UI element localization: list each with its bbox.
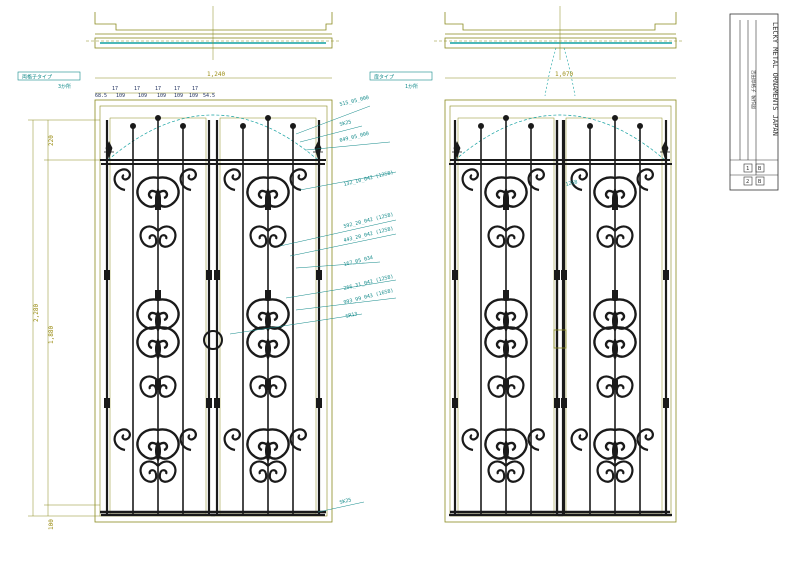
title-cell-0: 1 [746, 166, 749, 172]
dimension-overall-right: 1,070 [445, 71, 676, 79]
callout-5: 443_20_042 (12S8) [343, 226, 394, 244]
right-callout: 12S8 [565, 179, 578, 188]
title-cell-2: 2 [746, 179, 749, 185]
callout-0: 515_05_000 [339, 95, 370, 108]
height-middle-label: 1,880 [48, 326, 55, 344]
title-cell-3: B [758, 179, 762, 185]
vertical-dimensions: 2,280 1,880 220 100 [28, 119, 100, 530]
callout-2: 049_05_000 [339, 131, 370, 144]
segment-1: 109 [116, 93, 125, 99]
segment-5: 109 [189, 93, 198, 99]
right-qty-text: 1か所 [405, 83, 418, 90]
project-name: 吉田邸格子 製作図 [750, 70, 757, 109]
left-type-label: 両格子タイプ 3か所 [17, 71, 81, 90]
segment-mark-3: 17 [174, 86, 180, 92]
right-panel-b [558, 115, 672, 515]
left-type-text: 両格子タイプ [22, 74, 52, 81]
right-type-label: 扉タイプ 1か所 [369, 71, 433, 90]
segment-6: 54.5 [203, 93, 215, 99]
segment-dimensions: 68.5 109 109 109 109 109 54.5 17 17 17 1… [95, 86, 215, 99]
left-panel-a [101, 115, 215, 515]
company-name: LECKY METAL ORNAMENTS JAPAN [771, 22, 779, 136]
left-qty-text: 3か所 [58, 83, 71, 90]
callout-9: SR13 [345, 311, 358, 320]
segment-4: 109 [174, 93, 183, 99]
right-grille-elevation: 12S8 [444, 99, 677, 523]
segment-mark-0: 17 [112, 86, 118, 92]
height-total-label: 2,280 [33, 304, 40, 322]
callout-8: 993_99_043 (16S8) [343, 288, 394, 306]
left-panel-b [211, 115, 325, 515]
dimension-overall-left: 1,240 [95, 71, 332, 79]
callout-3: 132_10_042 (12S8) [343, 170, 394, 188]
height-bottom-label: 100 [48, 519, 55, 530]
height-top-label: 220 [48, 135, 55, 146]
segment-mark-2: 17 [155, 86, 161, 92]
title-block: 1 B 2 B LECKY METAL ORNAMENTS JAPAN 吉田邸格… [729, 13, 779, 191]
callout-1: SK25 [339, 119, 352, 128]
plan-strip-left [86, 6, 340, 60]
segment-2: 109 [138, 93, 147, 99]
segment-mark-4: 17 [192, 86, 198, 92]
left-grille-elevation [94, 99, 333, 523]
segment-mark-1: 17 [134, 86, 140, 92]
callout-10: SK25 [339, 497, 352, 506]
callout-6: 167_05_034 [343, 255, 374, 268]
overall-width-label: 1,240 [207, 71, 225, 78]
callout-annotations: 515_05_000 SK25 049_05_000 132_10_042 (1… [229, 95, 397, 513]
segment-3: 109 [157, 93, 166, 99]
right-type-text: 扉タイプ [374, 74, 394, 81]
segment-0: 68.5 [95, 93, 107, 99]
title-cell-1: B [758, 166, 762, 172]
right-panel-a [449, 115, 563, 515]
plan-strip-right [434, 6, 684, 97]
right-width-label: 1,070 [555, 71, 573, 78]
